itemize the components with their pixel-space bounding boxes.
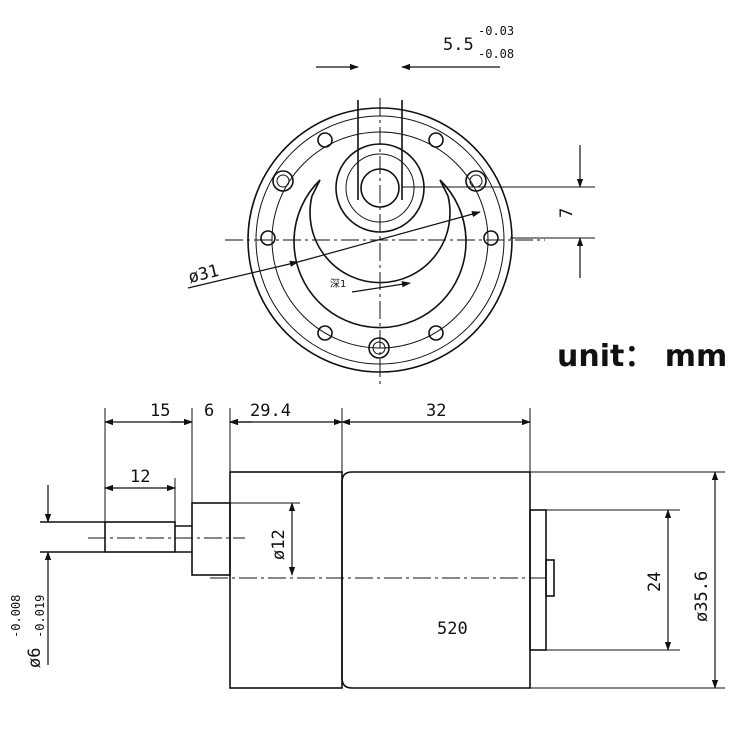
offset-value: 7 (557, 208, 577, 218)
depth-note-text: 深1 (330, 278, 346, 290)
flat-length-value: 12 (130, 467, 150, 487)
endcap-diameter-value: 24 (645, 572, 665, 592)
hub-diameter-value: ø12 (269, 529, 289, 560)
dim-diameter-31: ø31 (186, 211, 481, 289)
dim-flat-width: 5.5 -0.03 -0.08 (316, 24, 514, 71)
motor-diameter-value: ø35.6 (692, 571, 712, 622)
diameter-31-value: ø31 (186, 261, 221, 288)
dim-offset: 7 (402, 145, 595, 278)
output-shaft-front (335, 100, 425, 233)
shaft-length-value: 15 (150, 401, 170, 421)
flat-width-tol-lower: -0.08 (478, 47, 514, 61)
motor-model-label: 520 (437, 619, 468, 639)
motor-length-value: 32 (426, 401, 446, 421)
shaft-diameter-value: ø6 (25, 648, 45, 668)
shaft-tol-lower: -0.019 (33, 595, 47, 638)
mounting-holes (260, 132, 499, 359)
side-view: 15 6 29.4 32 12 ø12 ø6 -0.008 -0.019 24 … (9, 401, 725, 689)
shaft-tol-upper: -0.008 (9, 595, 23, 638)
flat-width-value: 5.5 (443, 35, 474, 55)
flat-width-tol-upper: -0.03 (478, 24, 514, 38)
unit-label: unit： mm (557, 339, 727, 374)
gearbox-length-value: 29.4 (250, 401, 291, 421)
front-view: 5.5 -0.03 -0.08 7 ø31 深1 (186, 24, 595, 385)
flange-value: 6 (204, 401, 214, 421)
depth-note: 深1 (330, 278, 411, 293)
